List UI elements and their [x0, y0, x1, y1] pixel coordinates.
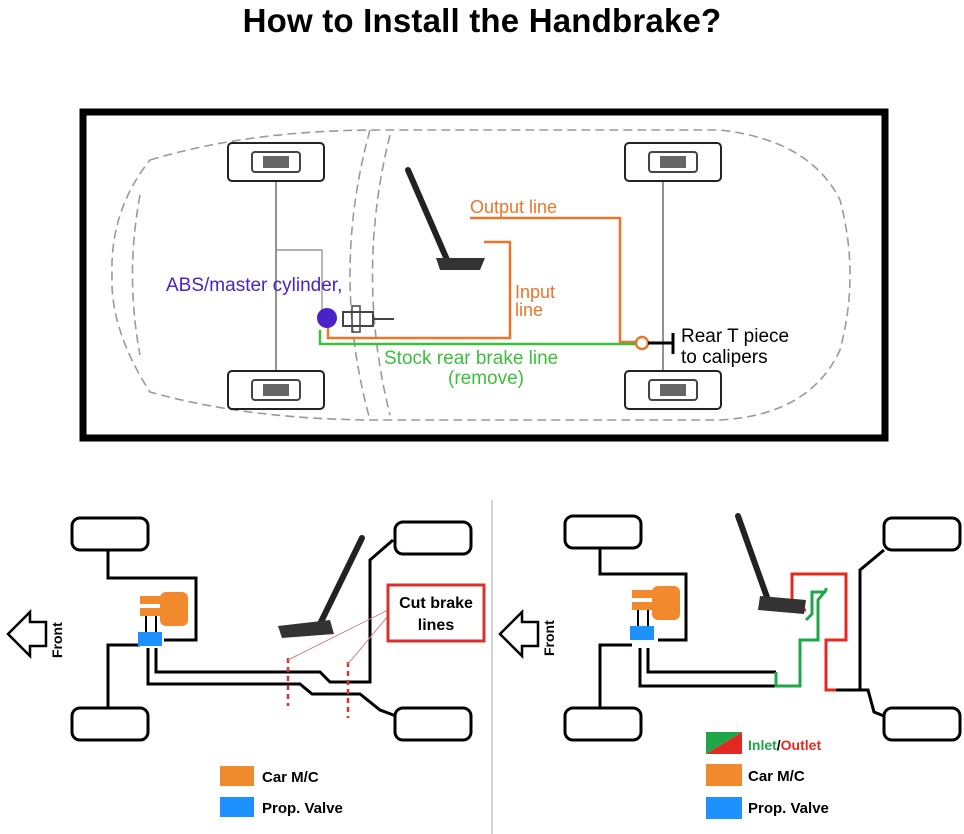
cut-brake-lines-box	[386, 583, 486, 643]
input-line-label-2: line	[515, 300, 543, 320]
input-line-label-1: Input	[515, 282, 555, 302]
wheel-front-bottom	[70, 706, 150, 742]
wheel-rear-right	[624, 370, 722, 410]
legend-swatch-inlet-outlet	[706, 732, 742, 754]
wheel-front-top	[70, 516, 150, 552]
stock-rear-brake-line	[318, 330, 640, 346]
top-car-diagram: ABS/master cylinder, Output line Input l…	[79, 108, 889, 442]
left-chassis-diagram: Cut brake lines Front Car M/C Prop. Valv…	[6, 516, 486, 817]
t-piece-fitting	[634, 335, 650, 351]
abs-master-cylinder-label: ABS/master cylinder,	[166, 275, 342, 296]
wheel-rear-bottom	[882, 706, 962, 742]
legend-label-inlet-outlet: Inlet/Outlet	[748, 737, 821, 753]
cut-brake-label-2: lines	[418, 617, 455, 634]
cut-brake-label-1: Cut brake	[399, 595, 473, 612]
page-title: How to Install the Handbrake?	[242, 2, 722, 39]
wheel-rear-bottom	[393, 706, 473, 742]
front-arrow-icon	[498, 608, 540, 660]
legend-outlet-text: Outlet	[781, 737, 822, 753]
wheel-rear-top	[882, 516, 962, 552]
legend-swatch-car-mc	[220, 766, 254, 786]
right-chassis-diagram: Front Inlet/Outlet Car M/C Prop. Valve	[498, 513, 962, 819]
car-mc-component	[140, 592, 188, 632]
rear-t-piece-label-1: Rear T piece	[681, 326, 789, 347]
handbrake-lever	[405, 167, 485, 270]
wheel-rear-left	[624, 142, 722, 182]
wheel-rear-top	[393, 520, 473, 556]
output-line-label: Output line	[470, 197, 557, 217]
wheel-front-top	[563, 514, 643, 550]
handbrake-lever	[278, 535, 365, 638]
stock-line-label-1: Stock rear brake line	[384, 348, 558, 369]
legend-swatch-car-mc	[706, 764, 742, 786]
legend-inlet-text: Inlet	[748, 737, 777, 753]
legend-slash-text: /	[777, 737, 781, 753]
prop-valve-component	[630, 626, 654, 640]
car-outline	[111, 129, 851, 421]
wheel-front-bottom	[563, 706, 643, 742]
car-mc-component	[632, 586, 680, 626]
stock-line-label-2: (remove)	[448, 368, 524, 389]
master-cylinder	[317, 305, 394, 333]
legend-swatch-prop-valve	[706, 797, 742, 819]
inlet-line-2	[804, 590, 826, 622]
brake-line-paths	[598, 548, 885, 718]
prop-valve-component	[138, 632, 162, 646]
legend-label-car-mc: Car M/C	[748, 768, 805, 785]
front-label: Front	[49, 622, 65, 658]
output-line	[470, 216, 640, 344]
front-arrow-icon	[6, 608, 48, 660]
wheel-front-left	[227, 142, 325, 182]
front-label: Front	[541, 620, 557, 656]
diagram-frame	[79, 108, 889, 442]
brake-line-paths	[106, 538, 397, 718]
legend-label-prop-valve: Prop. Valve	[262, 800, 343, 817]
legend-label-prop-valve: Prop. Valve	[748, 800, 829, 817]
rear-t-piece-label-2: to calipers	[681, 347, 768, 368]
wheel-front-right	[227, 370, 325, 410]
legend-swatch-prop-valve	[220, 797, 254, 817]
handbrake-lever	[735, 513, 806, 614]
center-divider	[491, 500, 493, 834]
legend-label-car-mc: Car M/C	[262, 769, 319, 786]
input-line	[326, 240, 512, 340]
